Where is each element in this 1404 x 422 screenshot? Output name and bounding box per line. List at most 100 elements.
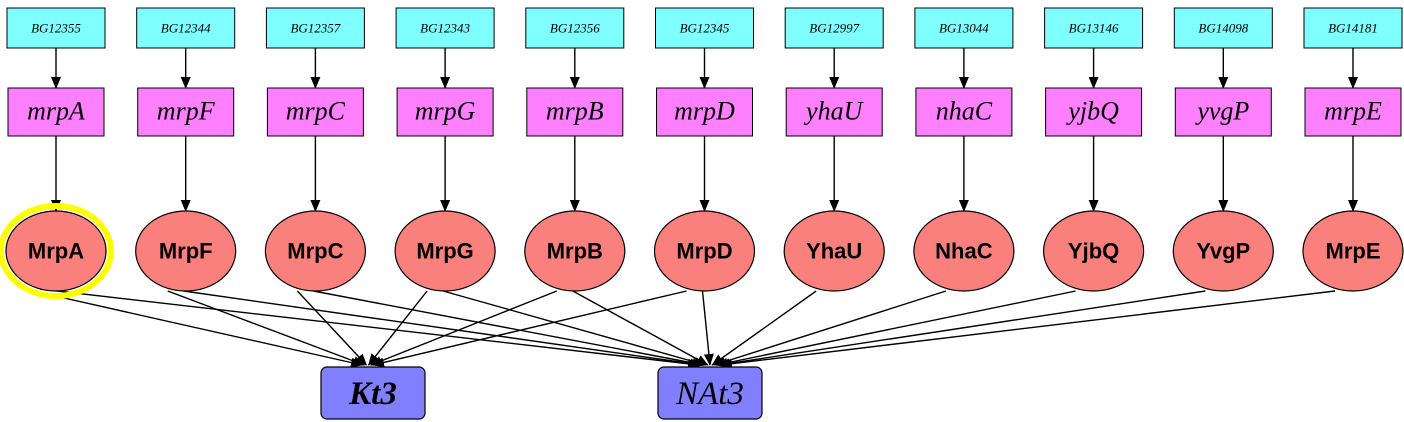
- arrow-mrpb-to-nat3: [572, 290, 709, 366]
- nodes-layer: Kt3 NAt3 BG12355 mrpA MrpA BG12344 mrpF MrpF BG1…: [0, 7, 1404, 420]
- reaction-node-nat3[interactable]: NAt3: [657, 366, 763, 420]
- bg-id-node[interactable]: BG12355: [6, 7, 106, 49]
- bg-id-box: [395, 7, 495, 49]
- gene-box: [1304, 87, 1402, 137]
- arrow-mrpf-to-nat3: [183, 290, 703, 369]
- gene-box: [1174, 87, 1272, 137]
- gene-label: yhaU: [803, 97, 865, 126]
- gene-node[interactable]: nhaC: [915, 87, 1013, 137]
- protein-node[interactable]: MrpA: [0, 203, 114, 299]
- gene-node[interactable]: mrpD: [656, 87, 753, 137]
- bg-id-node[interactable]: BG13044: [914, 7, 1014, 49]
- bg-id-node[interactable]: BG12345: [655, 7, 754, 49]
- protein-node[interactable]: MrpF: [135, 210, 237, 292]
- protein-ellipse: [5, 210, 107, 292]
- gene-node[interactable]: mrpG: [396, 87, 494, 137]
- column-yvgP: BG14098 yvgP YvgP: [1172, 7, 1274, 292]
- bg-id-node[interactable]: BG12357: [265, 7, 365, 49]
- protein-ellipse: [1302, 210, 1404, 292]
- arrow-mrpg-to-kt3: [367, 290, 428, 366]
- protein-highlight-ring: [0, 203, 114, 299]
- protein-ellipse: [394, 210, 496, 292]
- bg-id-node[interactable]: BG14181: [1303, 7, 1403, 49]
- reaction-node-kt3[interactable]: Kt3: [320, 366, 426, 420]
- protein-node[interactable]: YvgP: [1172, 210, 1274, 292]
- protein-label: NhaC: [935, 239, 993, 264]
- gene-label: mrpC: [286, 97, 346, 126]
- arrow-yvgp-to-nat3: [717, 290, 1206, 369]
- bg-id-label: BG12343: [420, 21, 470, 36]
- gene-node[interactable]: yvgP: [1174, 87, 1272, 137]
- arrow-mrpb-to-kt3: [369, 290, 558, 366]
- protein-node[interactable]: NhaC: [913, 210, 1015, 292]
- reaction-box: [657, 366, 763, 420]
- arrow-mrpg-to-nat3: [442, 290, 707, 367]
- arrow-mrpd-to-kt3: [372, 290, 687, 368]
- gene-label: mrpG: [415, 97, 476, 126]
- protein-ellipse: [653, 210, 756, 292]
- bg-id-box: [1044, 7, 1144, 49]
- bg-id-node[interactable]: BG14098: [1173, 7, 1273, 49]
- protein-label: MrpA: [28, 239, 84, 264]
- bg-id-box: [1303, 7, 1403, 49]
- protein-node[interactable]: MrpG: [394, 210, 496, 292]
- gene-label: mrpE: [1324, 97, 1382, 126]
- gene-node[interactable]: mrpA: [7, 87, 105, 137]
- protein-node[interactable]: YhaU: [783, 210, 885, 292]
- gene-node[interactable]: mrpB: [526, 87, 624, 137]
- gene-box: [137, 87, 235, 137]
- protein-ellipse: [913, 210, 1015, 292]
- arrow-nhac-to-nat3: [713, 290, 947, 367]
- protein-node[interactable]: MrpB: [524, 210, 626, 292]
- bg-id-box: [784, 7, 884, 49]
- bg-id-node[interactable]: BG12344: [136, 7, 236, 49]
- protein-node[interactable]: MrpE: [1302, 210, 1404, 292]
- gene-node[interactable]: yhaU: [785, 87, 883, 137]
- arrow-yjbq-to-nat3: [715, 290, 1076, 368]
- gene-node[interactable]: mrpC: [266, 87, 364, 137]
- protein-label: MrpB: [547, 239, 603, 264]
- arrow-mrpc-to-kt3: [296, 290, 368, 366]
- gene-box: [656, 87, 753, 137]
- arrow-mrpc-to-nat3: [313, 290, 705, 368]
- arrow-mrpa-to-nat3: [39, 288, 700, 369]
- protein-node[interactable]: MrpC: [264, 210, 366, 292]
- arrow-mrpe-to-nat3: [720, 290, 1336, 369]
- bg-id-box: [655, 7, 754, 49]
- bg-id-box: [6, 7, 106, 49]
- bg-id-node[interactable]: BG12343: [395, 7, 495, 49]
- gene-label: mrpF: [157, 97, 216, 126]
- column-nhaC: BG13044 nhaC NhaC: [913, 7, 1015, 292]
- gene-label: yvgP: [1194, 97, 1249, 126]
- bg-id-node[interactable]: BG12997: [784, 7, 884, 49]
- gene-node[interactable]: yjbQ: [1045, 87, 1143, 137]
- column-mrpD: BG12345 mrpD MrpD: [653, 7, 756, 292]
- bg-id-label: BG14181: [1328, 21, 1378, 36]
- bg-id-label: BG12356: [550, 21, 600, 36]
- gene-node[interactable]: mrpF: [137, 87, 235, 137]
- protein-label: MrpD: [676, 239, 732, 264]
- bg-id-label: BG13146: [1069, 21, 1119, 36]
- bg-id-label: BG12344: [161, 21, 211, 36]
- gene-box: [915, 87, 1013, 137]
- gene-box: [1045, 87, 1143, 137]
- bg-id-label: BG14098: [1198, 21, 1248, 36]
- gene-box: [266, 87, 364, 137]
- protein-label: YjbQ: [1068, 239, 1119, 264]
- bg-id-box: [136, 7, 236, 49]
- protein-node[interactable]: MrpD: [653, 210, 756, 292]
- reaction-label: NAt3: [675, 376, 744, 412]
- protein-label: YhaU: [806, 239, 862, 264]
- protein-label: MrpC: [287, 239, 343, 264]
- bg-id-label: BG12355: [31, 21, 81, 36]
- gene-node[interactable]: mrpE: [1304, 87, 1402, 137]
- protein-ellipse: [264, 210, 366, 292]
- protein-label: MrpF: [159, 239, 213, 264]
- gene-box: [7, 87, 105, 137]
- bg-id-node[interactable]: BG13146: [1044, 7, 1144, 49]
- bg-id-label: BG13044: [939, 21, 989, 36]
- bg-id-node[interactable]: BG12356: [525, 7, 625, 49]
- protein-node[interactable]: YjbQ: [1042, 210, 1145, 292]
- protein-ellipse: [524, 210, 626, 292]
